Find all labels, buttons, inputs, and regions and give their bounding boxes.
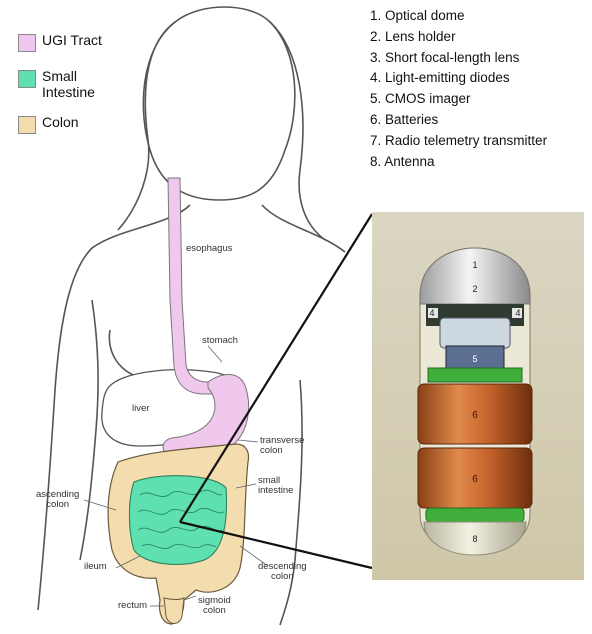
label-liver: liver	[132, 404, 149, 414]
capsule-number-6-lower: 6	[472, 474, 478, 485]
capsule-number-4-left: 4	[429, 308, 434, 318]
part-item: 8. Antenna	[370, 152, 547, 173]
legend-label-ugi: UGI Tract	[42, 32, 102, 48]
part-item: 6. Batteries	[370, 110, 547, 131]
label-transverse-colon: transverse colon	[260, 436, 304, 456]
label-stomach: stomach	[202, 336, 238, 346]
part-item: 7. Radio telemetry transmitter	[370, 131, 547, 152]
head-outline	[143, 7, 294, 200]
hair-left	[118, 22, 175, 230]
label-rectum: rectum	[118, 601, 147, 611]
capsule-number-4-right: 4	[515, 308, 520, 318]
legend-item-colon: Colon	[18, 114, 79, 134]
capsule-number-2: 2	[472, 284, 477, 294]
legend-item-small-intestine: Small Intestine	[18, 68, 95, 100]
legend-label-colon: Colon	[42, 114, 79, 130]
part-item: 1. Optical dome	[370, 6, 547, 27]
label-esophagus: esophagus	[186, 244, 232, 254]
capsule-parts-list: 1. Optical dome 2. Lens holder 3. Short …	[370, 6, 547, 172]
circuit-board-top	[428, 368, 522, 382]
legend-item-ugi-tract: UGI Tract	[18, 32, 102, 52]
small-intestine	[130, 476, 227, 565]
part-item: 3. Short focal-length lens	[370, 48, 547, 69]
capsule-number-8: 8	[472, 534, 477, 544]
label-ascending-colon: ascending colon	[36, 490, 79, 510]
part-item: 2. Lens holder	[370, 27, 547, 48]
short-focal-lens	[440, 318, 510, 348]
legend-swatch-colon	[18, 116, 36, 134]
part-item: 5. CMOS imager	[370, 89, 547, 110]
capsule-panel: 1 2 4 4 5 6 6 8	[372, 212, 584, 580]
capsule-number-1: 1	[472, 260, 477, 270]
label-small-intestine: small intestine	[258, 476, 293, 496]
rectum	[164, 598, 184, 624]
right-waist	[280, 380, 302, 625]
legend-swatch-ugi	[18, 34, 36, 52]
hair-right	[270, 22, 325, 240]
label-sigmoid-colon: sigmoid colon	[198, 596, 231, 616]
label-descending-colon: descending colon	[258, 562, 307, 582]
esophagus	[168, 178, 214, 394]
capsule-number-5: 5	[472, 354, 477, 364]
left-armpit	[80, 300, 98, 560]
part-item: 4. Light-emitting diodes	[370, 68, 547, 89]
legend-label-small-intestine: Small Intestine	[42, 68, 95, 100]
antenna-board	[426, 508, 524, 522]
capsule-number-6-upper: 6	[472, 410, 478, 421]
label-ileum: ileum	[84, 562, 107, 572]
legend-swatch-small-intestine	[18, 70, 36, 88]
